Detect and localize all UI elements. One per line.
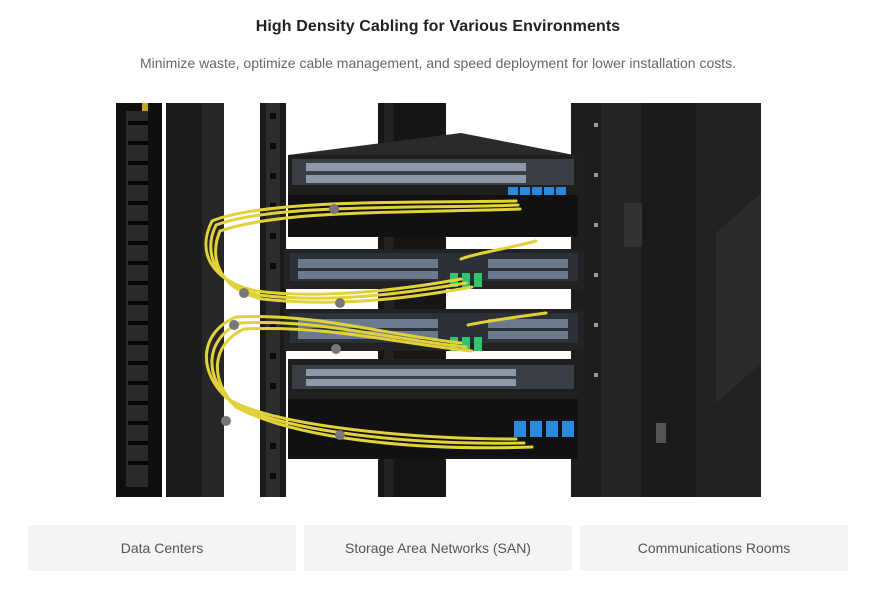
tab-communications-rooms[interactable]: Communications Rooms: [580, 525, 848, 571]
environment-tabs: Data Centers Storage Area Networks (SAN)…: [28, 525, 848, 571]
tab-storage-area-networks[interactable]: Storage Area Networks (SAN): [304, 525, 572, 571]
rack-illustration: [116, 103, 761, 497]
page-subtitle: Minimize waste, optimize cable managemen…: [139, 55, 737, 71]
tab-data-centers[interactable]: Data Centers: [28, 525, 296, 571]
hero-image: [116, 103, 761, 497]
page-title: High Density Cabling for Various Environ…: [255, 18, 621, 35]
